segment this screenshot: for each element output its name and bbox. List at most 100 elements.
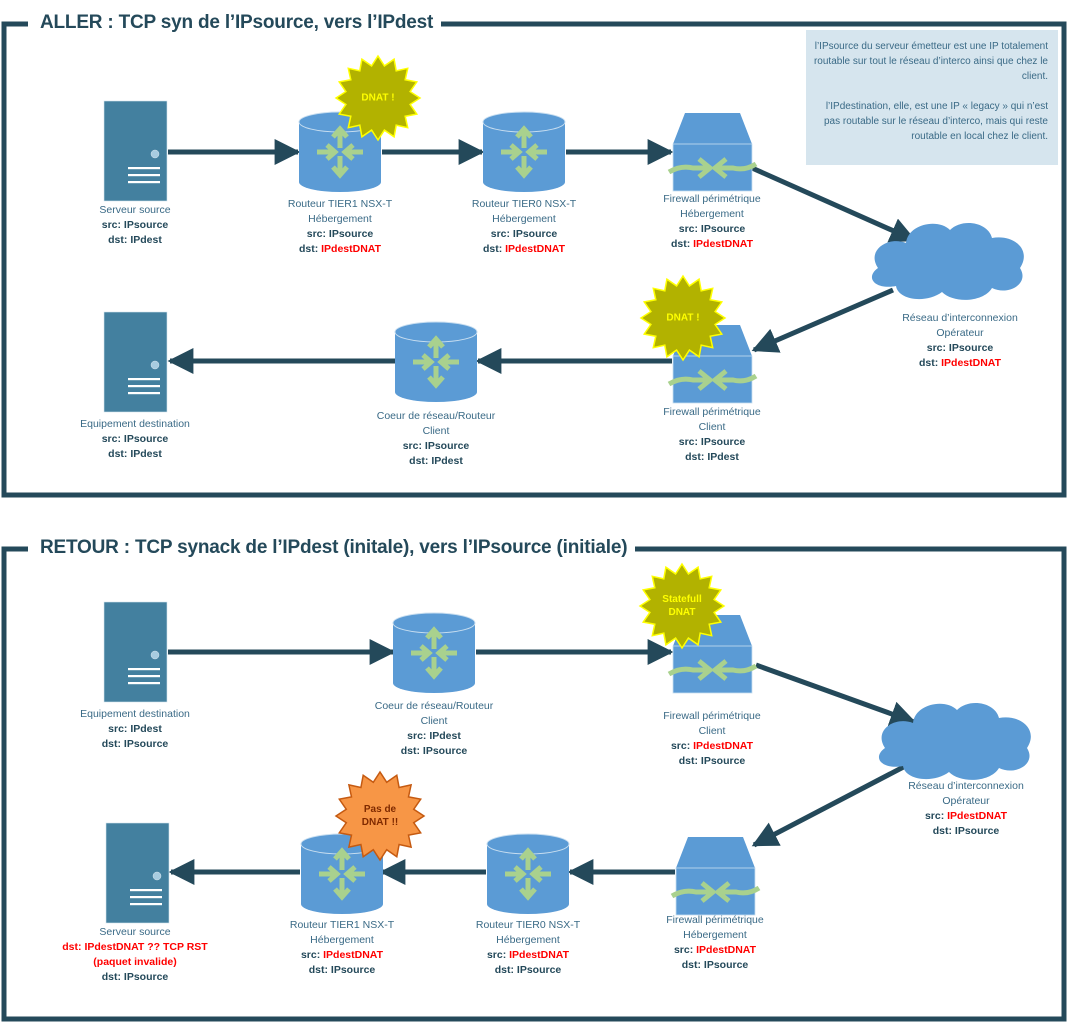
src-prefix: src: xyxy=(670,740,694,752)
src-value: IPdestDNAT xyxy=(947,810,1008,822)
dst-value: IPdestDNAT xyxy=(321,243,382,255)
node-subtitle: Hébergement xyxy=(680,208,744,220)
router-icon xyxy=(482,111,566,192)
dst-value: IPsource xyxy=(422,745,468,757)
src-prefix: src: xyxy=(678,436,701,448)
src-value: IPdestDNAT xyxy=(509,949,570,961)
dst-prefix: dst: xyxy=(670,238,694,250)
dst-value: IPdest xyxy=(431,455,463,467)
src-value: IPdestDNAT xyxy=(693,740,754,752)
node-subtitle: Hébergement xyxy=(683,929,747,941)
src-value: IPsource xyxy=(123,219,169,231)
dnat-starburst-badge xyxy=(638,562,726,650)
src-prefix: src: xyxy=(402,440,425,452)
src-value: IPsource xyxy=(700,436,746,448)
frame-retour xyxy=(1,546,1067,1022)
src-prefix: src: xyxy=(490,228,513,240)
dst-value: IPdestDNAT xyxy=(693,238,754,250)
dst-value: IPsource xyxy=(123,971,169,983)
node-name: Equipement destination xyxy=(80,418,190,430)
arrow-cloud-to-fwclient xyxy=(751,287,894,353)
badge-label: DNAT ! xyxy=(361,92,394,105)
node-subtitle: Opérateur xyxy=(942,795,990,807)
dst-value: IPsource xyxy=(123,738,169,750)
dst-prefix: dst: xyxy=(308,964,331,976)
dst-value: IPsource xyxy=(700,755,746,767)
dst-prefix: dst: xyxy=(101,971,124,983)
note-invalid-packet: (paquet invalide) xyxy=(93,956,177,968)
node-name: Equipement destination xyxy=(80,708,190,720)
arrow-fwclient-to-cloud xyxy=(755,662,917,727)
badge-line: DNAT !! xyxy=(361,817,399,828)
router-icon xyxy=(486,833,570,914)
node-subtitle: Client xyxy=(420,715,448,727)
node-name: Firewall périmétrique xyxy=(663,710,761,722)
dst-value: IPdest xyxy=(130,234,162,246)
firewall-icon xyxy=(667,113,758,192)
node-name: Coeur de réseau/Routeur xyxy=(376,410,496,422)
dst-value: IPsource xyxy=(703,959,749,971)
frame-aller xyxy=(1,21,1067,498)
src-prefix: src: xyxy=(486,949,510,961)
dst-prefix: dst: xyxy=(918,357,942,369)
src-value: IPsource xyxy=(328,228,374,240)
src-prefix: src: xyxy=(678,223,701,235)
node-name: Routeur TIER0 NSX-T xyxy=(475,919,581,931)
src-prefix: src: xyxy=(108,723,131,735)
node-name: Réseau d’interconnexion xyxy=(908,780,1024,792)
src-prefix: src: xyxy=(407,730,430,742)
retour-label-routeur-tier0: Routeur TIER0 NSX-T Hébergement src: IPdes… xyxy=(476,918,580,978)
src-prefix: src: xyxy=(926,342,949,354)
dst-prefix: dst: xyxy=(409,455,432,467)
dst-prefix: dst: xyxy=(298,243,322,255)
node-name: Routeur TIER1 NSX-T xyxy=(289,919,395,931)
router-icon xyxy=(394,321,478,402)
dst-value: IPdestDNAT xyxy=(505,243,566,255)
dst-value: IPdestDNAT xyxy=(941,357,1002,369)
node-name: Serveur source xyxy=(99,204,171,216)
src-value: IPdest xyxy=(130,723,162,735)
node-subtitle: Hébergement xyxy=(308,213,372,225)
dst-value: IPdest xyxy=(130,448,162,460)
aller-label-serveur-source: Serveur source src: IPsource dst: IPdest xyxy=(99,203,170,248)
retour-arrows xyxy=(168,639,917,885)
src-prefix: dst: xyxy=(62,941,85,953)
aller-arrows xyxy=(167,139,917,374)
server-icon xyxy=(103,311,168,413)
dst-prefix: dst: xyxy=(108,234,131,246)
node-name: Serveur source xyxy=(99,926,171,938)
note-paragraph-1: l’IPsource du serveur émetteur est une I… xyxy=(813,41,1048,82)
dst-prefix: dst: xyxy=(482,243,506,255)
dnat-starburst-badge xyxy=(334,54,422,142)
dnat-starburst-badge xyxy=(639,274,727,362)
server-icon xyxy=(103,100,168,202)
node-name: Firewall périmétrique xyxy=(663,193,761,205)
src-prefix: src: xyxy=(924,810,948,822)
dst-prefix: dst: xyxy=(932,825,955,837)
node-name: Réseau d’interconnexion xyxy=(902,312,1018,324)
node-name: Firewall périmétrique xyxy=(666,914,764,926)
src-value: IPsource xyxy=(123,433,169,445)
src-prefix: src: xyxy=(101,219,124,231)
server-icon xyxy=(105,822,170,924)
dst-prefix: dst: xyxy=(678,755,701,767)
badge-line: DNAT xyxy=(668,607,696,618)
node-subtitle: Hébergement xyxy=(496,934,560,946)
src-value: IPsource xyxy=(424,440,470,452)
badge-line: Statefull xyxy=(662,594,702,605)
dst-value: IPdest xyxy=(707,451,739,463)
src-prefix: src: xyxy=(101,433,124,445)
